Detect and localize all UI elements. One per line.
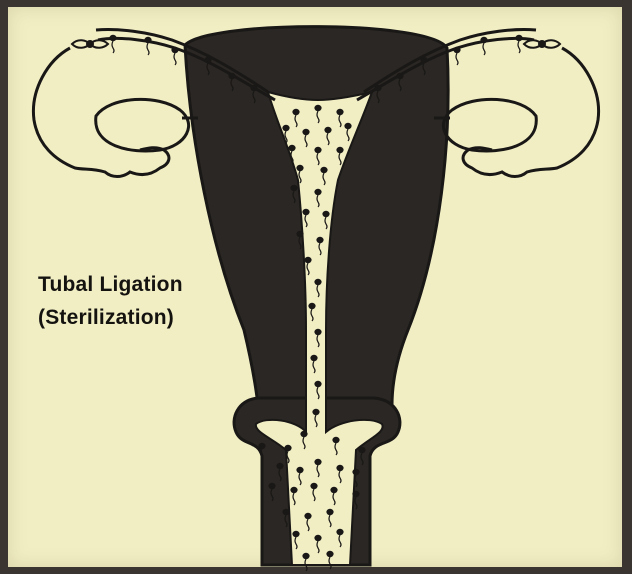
- sperm-icon: [109, 35, 116, 53]
- caption-title: Tubal Ligation: [38, 268, 238, 301]
- sperm-icon: [453, 47, 460, 65]
- diagram-caption: Tubal Ligation (Sterilization): [38, 268, 238, 334]
- sperm-icon: [144, 37, 151, 55]
- right-ovary: [443, 99, 536, 151]
- left-ovary: [96, 99, 189, 151]
- sperm-icon: [171, 47, 178, 65]
- sperm-icon: [515, 35, 522, 53]
- caption-subtitle: (Sterilization): [38, 301, 238, 334]
- right-tube-tie-icon: [524, 40, 560, 48]
- left-tube-tie-icon: [72, 40, 108, 48]
- sperm-icon: [480, 37, 487, 55]
